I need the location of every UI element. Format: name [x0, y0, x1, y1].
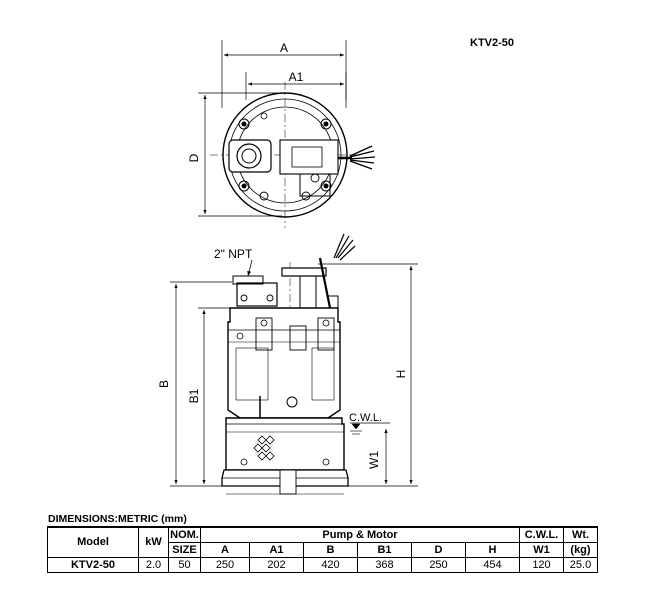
header-col-h: H: [465, 542, 520, 558]
cell-a: 250: [200, 557, 250, 573]
header-wt: Wt.: [563, 526, 598, 543]
header-cwl: C.W.L.: [519, 526, 564, 543]
cell-model: KTV2-50: [47, 557, 139, 573]
header-nom: NOM.: [168, 526, 201, 543]
cell-b: 420: [303, 557, 358, 573]
label-a1: A1: [289, 70, 304, 84]
cell-a1: 202: [249, 557, 304, 573]
cell-w1: 120: [519, 557, 564, 573]
label-npt: 2" NPT: [214, 247, 253, 261]
header-size: SIZE: [168, 542, 201, 558]
header-col-a: A: [200, 542, 250, 558]
cell-size: 50: [168, 557, 201, 573]
header-col-d: D: [411, 542, 466, 558]
header-model: Model: [47, 526, 139, 558]
label-cwl: C.W.L.: [349, 412, 382, 424]
header-col-w1: W1: [519, 542, 564, 558]
header-pump-motor: Pump & Motor: [200, 526, 520, 543]
pump-dimension-drawing: A A1 D 2" NPT B B1 H W1 C.W.L.: [157, 40, 418, 496]
front-view: [170, 233, 418, 496]
header-col-b1: B1: [357, 542, 412, 558]
table-header-row-2: SIZE A A1 B B1 D H W1 (kg): [48, 542, 598, 558]
header-kg: (kg): [563, 542, 598, 558]
table-row: KTV2-50 2.0 50 250 202 420 368 250 454 1…: [47, 557, 598, 573]
header-col-b: B: [303, 542, 358, 558]
header-col-a1: A1: [249, 542, 304, 558]
top-view: [198, 40, 376, 228]
label-a: A: [280, 41, 288, 55]
table-header-row-1: Model kW NOM. Pump & Motor C.W.L. Wt.: [47, 526, 598, 558]
cell-kw: 2.0: [138, 557, 169, 573]
header-kw: kW: [138, 526, 169, 558]
cell-h: 454: [465, 557, 520, 573]
model-tag: KTV2-50: [470, 37, 515, 49]
cell-wt: 25.0: [563, 557, 598, 573]
table-title: DIMENSIONS:METRIC (mm): [48, 513, 187, 525]
label-d: D: [187, 153, 201, 162]
dimensions-table: Model kW NOM. Pump & Motor C.W.L. Wt. SI…: [47, 526, 598, 573]
label-h: H: [394, 370, 408, 379]
cell-d: 250: [411, 557, 466, 573]
cell-b1: 368: [357, 557, 412, 573]
label-w1: W1: [367, 451, 381, 469]
label-b1: B1: [187, 388, 201, 403]
label-b: B: [157, 380, 171, 388]
